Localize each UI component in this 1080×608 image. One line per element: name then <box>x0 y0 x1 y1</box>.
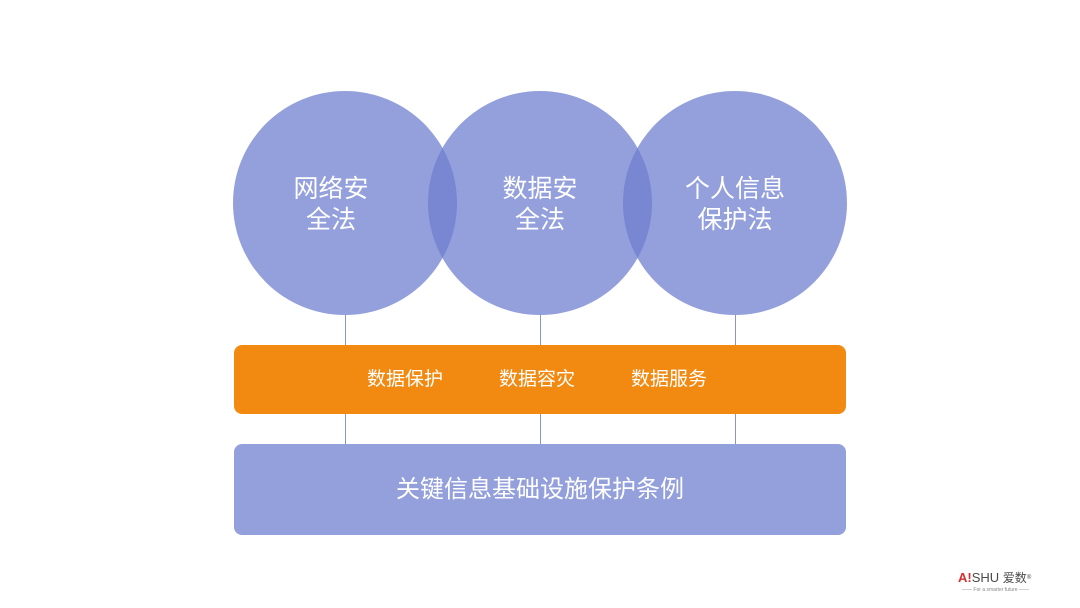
logo-tagline: —— For a smarter future —— <box>962 587 1029 593</box>
connector-line <box>735 315 736 345</box>
connector-line <box>345 414 346 444</box>
circle-data-security-law <box>428 91 652 315</box>
connector-line <box>540 315 541 345</box>
aishu-logo: A!SHU 爱数® —— For a smarter future —— <box>958 570 1058 596</box>
connector-line <box>345 315 346 345</box>
circle-personal-info-law <box>623 91 847 315</box>
regulation-band: 关键信息基础设施保护条例 <box>234 444 846 535</box>
band-item-data-protection: 数据保护 <box>367 368 444 390</box>
logo-cn: 爱数 <box>1002 571 1027 585</box>
logo-wordmark: A!SHU 爱数® <box>958 570 1031 586</box>
band-item-data-service: 数据服务 <box>631 368 708 390</box>
data-services-band: 数据保护 数据容灾 数据服务 <box>234 345 846 414</box>
regulation-label: 关键信息基础设施保护条例 <box>396 475 684 503</box>
law-label-personal-info: 个人信息 保护法 <box>684 174 785 234</box>
law-label-data-security: 数据安 全法 <box>502 174 578 234</box>
logo-registered: ® <box>1026 575 1032 581</box>
circle-cybersecurity-law <box>233 91 457 315</box>
logo-shu: SHU <box>971 570 1000 585</box>
connector-line <box>540 414 541 444</box>
logo-ai: A! <box>958 570 972 585</box>
connector-line <box>735 414 736 444</box>
band-item-data-disaster-recovery: 数据容灾 <box>499 368 576 390</box>
law-label-cybersecurity: 网络安 全法 <box>293 174 369 234</box>
